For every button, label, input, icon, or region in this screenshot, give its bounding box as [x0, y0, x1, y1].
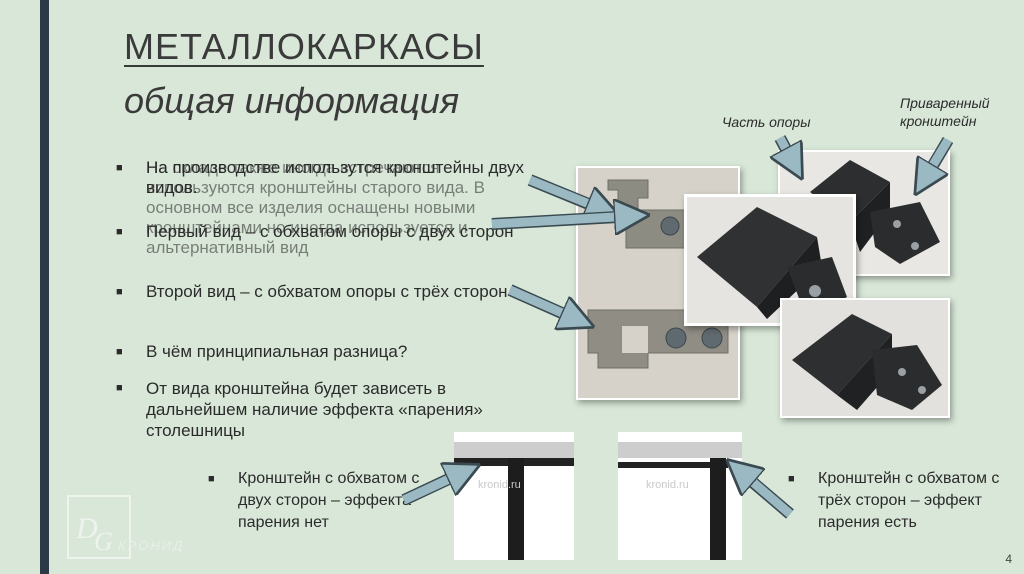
bullet-marker: ■ [116, 382, 123, 394]
bullet-marker: ■ [116, 346, 123, 358]
bullet-text: На складе также иногда встречаются испол… [146, 158, 485, 257]
bullet-marker: ■ [788, 473, 795, 485]
arrow-table-right [740, 471, 793, 518]
watermark-right: kronid.ru [646, 479, 689, 491]
slide-title: МЕТАЛЛОКАРКАСЫ [124, 26, 484, 67]
table-corner-floating-image: kronid.ru [618, 432, 742, 560]
arrow-table-left [402, 472, 464, 505]
photo-bracket-bottom-right [780, 298, 950, 418]
bullet-marker: ■ [116, 286, 123, 298]
arrow-welded-bracket [924, 137, 952, 180]
label-welded-bracket: Приваренный кронштейн [900, 95, 990, 129]
bullet-overlap-2: На складе также иногда встречаются испол… [146, 158, 516, 258]
logo-wordmark: КРОНИД [118, 538, 185, 553]
bullet-effect: ■ От вида кронштейна будет зависеть в да… [116, 378, 516, 441]
bullet-marker: ■ [208, 473, 215, 485]
company-logo: D G [67, 495, 131, 559]
bullet-text: Первый вид – с обхватом опоры с двух сто… [146, 222, 514, 241]
bullet-two-side-bracket: ■ Кронштейн с обхватом с двух сторон – э… [208, 468, 428, 534]
arrow-to-plate-top-fill [528, 175, 604, 210]
bullet-second-type: ■ Второй вид – с обхватом опоры с трёх с… [116, 282, 516, 302]
slide-subtitle: общая информация [124, 80, 460, 121]
bullet-text: От вида кронштейна будет зависеть в даль… [146, 379, 483, 440]
table-corner-image: kronid.ru [454, 432, 574, 560]
arrow-to-plate-mid [491, 216, 632, 224]
bullet-text: Второй вид – с обхватом опоры с трёх сто… [146, 282, 508, 301]
bullet-text: На производстве использутся кронштейны д… [146, 158, 525, 197]
bracket-three-side-image [782, 300, 948, 416]
bullet-text: В чём принципиальная разница? [146, 342, 408, 361]
photo-bracket-center [684, 194, 856, 326]
svg-text:G: G [94, 527, 113, 556]
left-accent-bar [40, 0, 49, 574]
bullet-three-side-bracket: ■ Кронштейн с обхватом с трёх сторон – э… [788, 468, 1008, 534]
bullet-marker: ■ [116, 226, 123, 238]
arrow-support-part [780, 135, 794, 164]
bullet-overlap-1: ■ На производстве использутся кронштейны… [116, 158, 526, 198]
watermark-left: kronid.ru [478, 479, 521, 491]
photo-table-three-sides: kronid.ru [618, 432, 742, 560]
svg-text:D: D [75, 512, 98, 545]
bullet-text: Кронштейн с обхватом с трёх сторон – эфф… [818, 470, 1000, 531]
bullet-marker: ■ [116, 162, 123, 174]
bullet-overlap-3: ■ Первый вид – с обхватом опоры с двух с… [116, 222, 516, 242]
photo-table-two-sides: kronid.ru [454, 432, 574, 560]
page-number: 4 [1005, 552, 1012, 566]
label-support-part: Часть опоры [722, 114, 811, 130]
bullet-question: ■ В чём принципиальная разница? [116, 342, 516, 362]
bullet-text: Кронштейн с обхватом с двух сторон – эфф… [238, 470, 420, 531]
arrow-to-plate-bottom [508, 285, 578, 320]
